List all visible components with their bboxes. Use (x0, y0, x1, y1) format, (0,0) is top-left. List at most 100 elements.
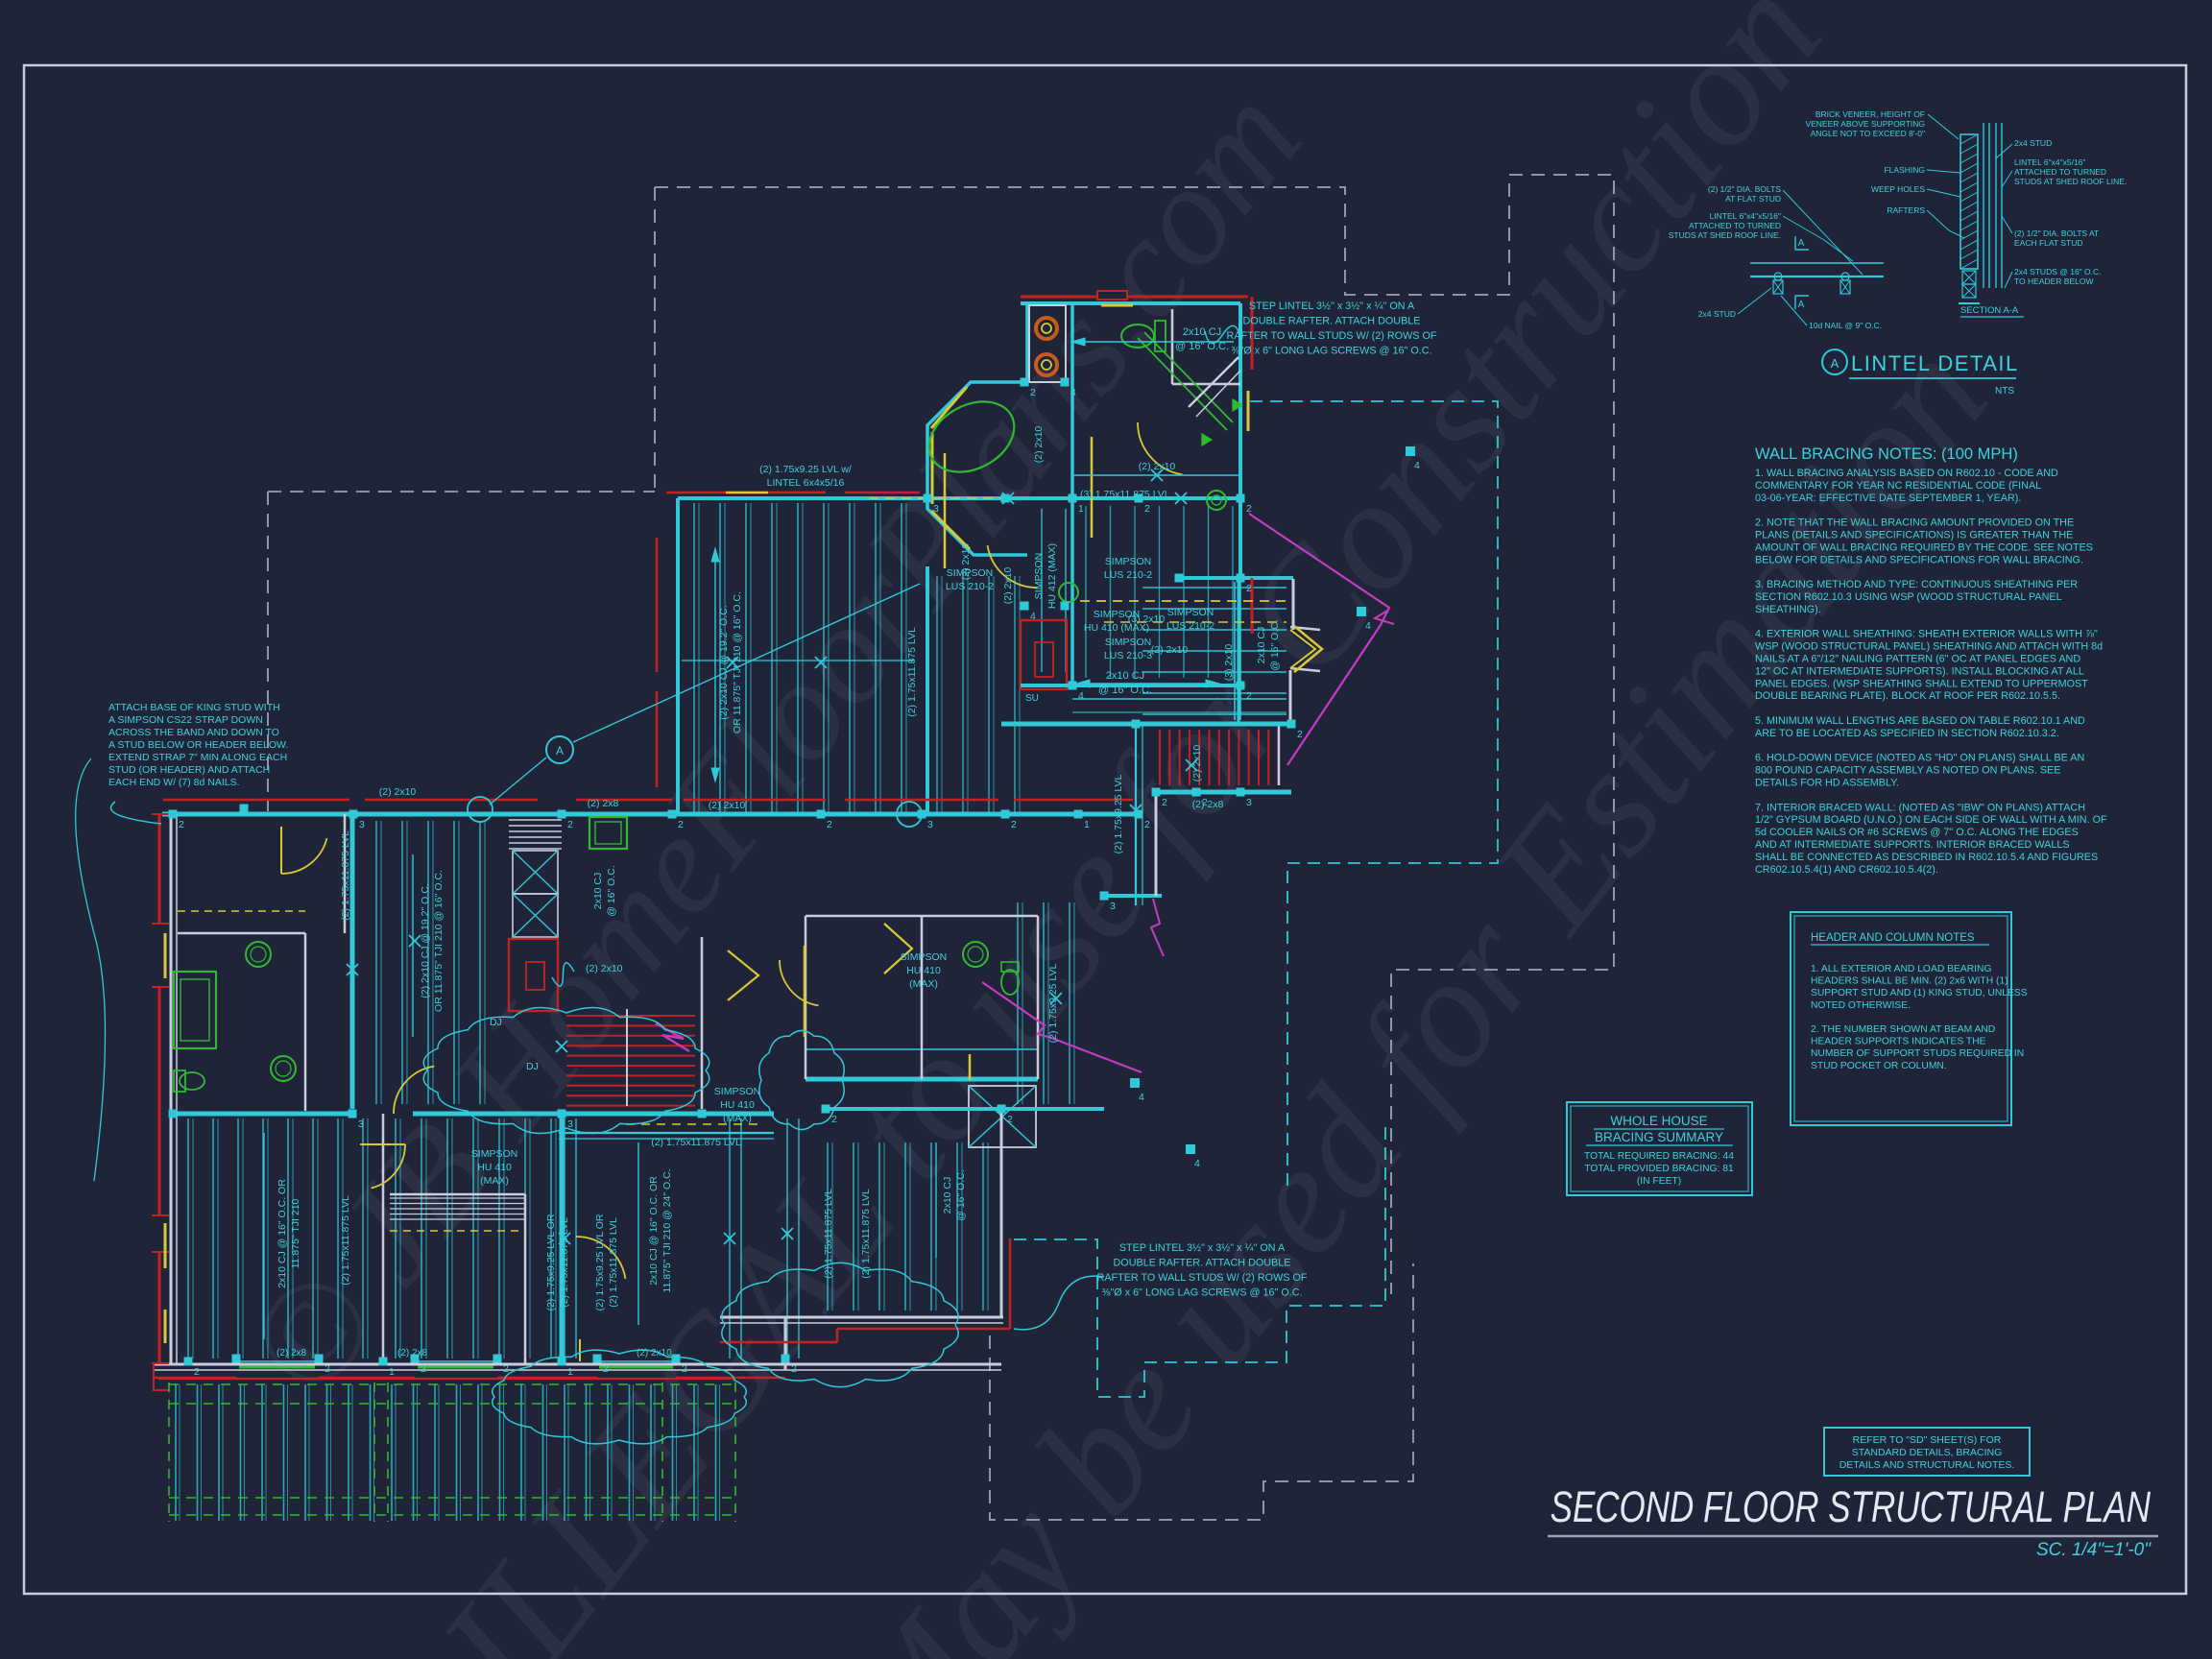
svg-text:STEP LINTEL 3½" x 3½" x ¼" ON: STEP LINTEL 3½" x 3½" x ¼" ON A (1119, 1242, 1286, 1254)
svg-text:(2) 2x8: (2) 2x8 (1192, 799, 1224, 810)
svg-text:TO HEADER BELOW: TO HEADER BELOW (2014, 276, 2094, 286)
svg-text:(2) 1.75x9.25 LVL OR: (2) 1.75x9.25 LVL OR (594, 1214, 606, 1310)
svg-text:(2) 1.75x9.25 LVL OR: (2) 1.75x9.25 LVL OR (545, 1214, 557, 1310)
svg-text:ATTACH BASE OF KING STUD WITH: ATTACH BASE OF KING STUD WITH (108, 702, 280, 713)
svg-text:1. ALL EXTERIOR AND LOAD BEARI: 1. ALL EXTERIOR AND LOAD BEARING (1811, 964, 1991, 974)
svg-text:(2) 2x10: (2) 2x10 (1033, 426, 1045, 464)
svg-text:@ 16" O.C.: @ 16" O.C. (606, 865, 617, 916)
svg-text:AT FLAT STUD: AT FLAT STUD (1725, 194, 1781, 204)
svg-text:3: 3 (933, 503, 939, 515)
svg-text:2: 2 (1246, 503, 1252, 515)
svg-text:WSP (WOOD STRUCTURAL PANEL) SH: WSP (WOOD STRUCTURAL PANEL) SHEATHING AN… (1755, 641, 2103, 653)
svg-text:7. INTERIOR BRACED WALL: (NOTE: 7. INTERIOR BRACED WALL: (NOTED AS "IBW"… (1755, 802, 2085, 813)
svg-text:(2) 2x10: (2) 2x10 (637, 1348, 672, 1358)
svg-text:RAFTERS: RAFTERS (1887, 205, 1925, 215)
svg-text:DJ: DJ (526, 1061, 539, 1072)
svg-text:REFER TO "SD" SHEET(S) FOR: REFER TO "SD" SHEET(S) FOR (1853, 1434, 2002, 1446)
svg-text:4: 4 (1139, 1092, 1144, 1103)
svg-text:SIMPSON: SIMPSON (1105, 637, 1151, 648)
svg-text:2x10 CJ: 2x10 CJ (1106, 670, 1144, 682)
svg-text:STUDS AT SHED ROOF LINE.: STUDS AT SHED ROOF LINE. (1669, 230, 1781, 240)
svg-text:RAFTER TO WALL STUDS W/ (2) RO: RAFTER TO WALL STUDS W/ (2) ROWS OF (1097, 1272, 1308, 1284)
svg-text:2x10 CJ @ 16" O.C. OR: 2x10 CJ @ 16" O.C. OR (648, 1176, 660, 1286)
svg-text:(3) 1.75x11.875 LVL: (3) 1.75x11.875 LVL (1080, 489, 1170, 500)
svg-text:03-06-YEAR: EFFECTIVE DATE SEP: 03-06-YEAR: EFFECTIVE DATE SEPTEMBER 1, … (1755, 493, 2021, 504)
svg-text:5. MINIMUM WALL LENGTHS ARE BA: 5. MINIMUM WALL LENGTHS ARE BASED ON TAB… (1755, 715, 2085, 727)
svg-text:(2) 1/2" DIA. BOLTS: (2) 1/2" DIA. BOLTS (1708, 184, 1781, 194)
svg-text:AND AT INTERMEDIATE SUPPORTS.: AND AT INTERMEDIATE SUPPORTS. INTERIOR B… (1755, 839, 2070, 851)
svg-text:VENEER ABOVE SUPPORTING: VENEER ABOVE SUPPORTING (1805, 119, 1925, 129)
svg-text:(2) 2x10: (2) 2x10 (379, 786, 417, 798)
svg-text:COMMENTARY FOR YEAR NC RESIDEN: COMMENTARY FOR YEAR NC RESIDENTIAL CODE … (1755, 480, 2041, 492)
svg-text:STUDS AT SHED ROOF LINE.: STUDS AT SHED ROOF LINE. (2014, 177, 2127, 186)
svg-text:4: 4 (1030, 611, 1036, 622)
svg-text:2: 2 (325, 1363, 330, 1375)
svg-text:DOUBLE BEARING PLATE). BLOCK A: DOUBLE BEARING PLATE). BLOCK AT ROOF PER… (1755, 690, 2060, 702)
svg-text:(2) 1.75x11.875 LVL: (2) 1.75x11.875 LVL (823, 1189, 834, 1279)
svg-text:HU 410: HU 410 (477, 1162, 512, 1173)
svg-text:STUD (OR HEADER) AND ATTACH: STUD (OR HEADER) AND ATTACH (108, 764, 270, 776)
svg-text:2: 2 (1007, 1114, 1013, 1125)
svg-text:(2) 2x10: (2) 2x10 (1151, 644, 1189, 656)
svg-text:(2) 1/2" DIA. BOLTS AT: (2) 1/2" DIA. BOLTS AT (2014, 228, 2099, 238)
svg-text:A: A (1798, 238, 1805, 249)
svg-text:(2) 1.75x11.875 LVL: (2) 1.75x11.875 LVL (651, 1137, 741, 1148)
svg-text:SU: SU (1025, 693, 1039, 704)
svg-text:2: 2 (179, 819, 184, 830)
svg-text:NTS: NTS (1995, 386, 2014, 397)
svg-text:SECOND FLOOR STRUCTURAL PLAN: SECOND FLOOR STRUCTURAL PLAN (1551, 1481, 2152, 1531)
svg-text:BRICK VENEER, HEIGHT OF: BRICK VENEER, HEIGHT OF (1815, 109, 1925, 119)
svg-text:LINTEL 6"x4"x5/16": LINTEL 6"x4"x5/16" (2014, 157, 2085, 167)
svg-text:11.875" TJI 210: 11.875" TJI 210 (290, 1198, 301, 1268)
svg-text:WHOLE HOUSE: WHOLE HOUSE (1610, 1114, 1707, 1128)
svg-text:(2) 1.75x9.25 LVL: (2) 1.75x9.25 LVL (1113, 774, 1124, 854)
svg-text:TOTAL REQUIRED BRACING: 44: TOTAL REQUIRED BRACING: 44 (1584, 1151, 1734, 1162)
svg-text:1. WALL BRACING ANALYSIS BASED: 1. WALL BRACING ANALYSIS BASED ON R602.1… (1755, 468, 2058, 479)
svg-text:2: 2 (1162, 797, 1167, 808)
svg-text:2: 2 (1297, 729, 1303, 740)
svg-text:HU 410: HU 410 (906, 965, 941, 976)
svg-text:2. THE NUMBER SHOWN AT BEAM AN: 2. THE NUMBER SHOWN AT BEAM AND (1811, 1024, 1995, 1035)
svg-text:2: 2 (791, 1363, 797, 1375)
svg-text:(2) 2x10 CJ @ 19.2" O.C.: (2) 2x10 CJ @ 19.2" O.C. (718, 605, 730, 719)
svg-text:DOUBLE RAFTER. ATTACH DOUBLE: DOUBLE RAFTER. ATTACH DOUBLE (1243, 316, 1421, 327)
svg-text:(MAX): (MAX) (723, 1113, 752, 1124)
svg-text:DETAILS AND STRUCTURAL NOTES.: DETAILS AND STRUCTURAL NOTES. (1839, 1459, 2015, 1471)
svg-text:2. NOTE THAT THE WALL BRACING: 2. NOTE THAT THE WALL BRACING AMOUNT PRO… (1755, 517, 2074, 529)
svg-text:DETAILS FOR HD ASSEMBLY.: DETAILS FOR HD ASSEMBLY. (1755, 778, 1899, 789)
svg-text:(2) 2x10: (2) 2x10 (586, 963, 623, 974)
svg-text:2x4 STUD: 2x4 STUD (2014, 138, 2052, 148)
svg-text:11.875" TJI 210 @ 24" O.C.: 11.875" TJI 210 @ 24" O.C. (661, 1168, 673, 1292)
svg-text:2x4 STUDS @ 16" O.C.: 2x4 STUDS @ 16" O.C. (2014, 267, 2102, 276)
svg-text:2: 2 (603, 1363, 609, 1375)
svg-text:SIMPSON: SIMPSON (471, 1148, 517, 1160)
svg-text:4: 4 (1078, 690, 1084, 702)
svg-text:A: A (1798, 300, 1805, 310)
svg-text:HU 410: HU 410 (720, 1099, 755, 1111)
svg-text:2: 2 (421, 1363, 426, 1375)
svg-text:1/2" GYPSUM BOARD (U.N.O.) ON: 1/2" GYPSUM BOARD (U.N.O.) ON EACH SIDE … (1755, 814, 2107, 826)
svg-text:(2) 1.75x11.875 LVL: (2) 1.75x11.875 LVL (608, 1217, 619, 1308)
svg-text:3: 3 (359, 819, 365, 830)
svg-text:EACH END W/ (7) 8d NAILS.: EACH END W/ (7) 8d NAILS. (108, 777, 240, 788)
svg-text:A: A (556, 744, 564, 757)
svg-text:NAILS AT A 6"/12" NAILING PATT: NAILS AT A 6"/12" NAILING PATTERN (6" OC… (1755, 654, 2080, 665)
svg-text:OR 11.875" TJI 210 @ 16" O.C.: OR 11.875" TJI 210 @ 16" O.C. (732, 591, 743, 733)
svg-text:(3) 2x10: (3) 2x10 (1223, 644, 1235, 682)
svg-text:LUS 210-3: LUS 210-3 (1104, 650, 1152, 661)
svg-text:2: 2 (1246, 583, 1252, 594)
svg-text:2: 2 (1246, 690, 1252, 702)
svg-text:2: 2 (682, 1363, 687, 1375)
svg-text:(IN FEET): (IN FEET) (1637, 1176, 1681, 1187)
svg-text:2x10 CJ: 2x10 CJ (1256, 627, 1267, 664)
svg-text:(MAX): (MAX) (909, 978, 938, 990)
svg-text:2: 2 (567, 819, 573, 830)
svg-text:@ 16" O.C.: @ 16" O.C. (1175, 341, 1229, 352)
svg-text:ACROSS THE BAND AND DOWN TO: ACROSS THE BAND AND DOWN TO (108, 727, 279, 738)
svg-text:ATTACHED TO TURNED: ATTACHED TO TURNED (2014, 167, 2106, 177)
svg-text:4: 4 (1414, 460, 1420, 471)
svg-text:CR602.10.5.4(1) AND CR602.10.5: CR602.10.5.4(1) AND CR602.10.5.4(2). (1755, 864, 1938, 876)
svg-text:2: 2 (1202, 797, 1208, 808)
svg-text:2: 2 (503, 1363, 509, 1375)
svg-text:(2) 2x10: (2) 2x10 (1139, 461, 1176, 472)
